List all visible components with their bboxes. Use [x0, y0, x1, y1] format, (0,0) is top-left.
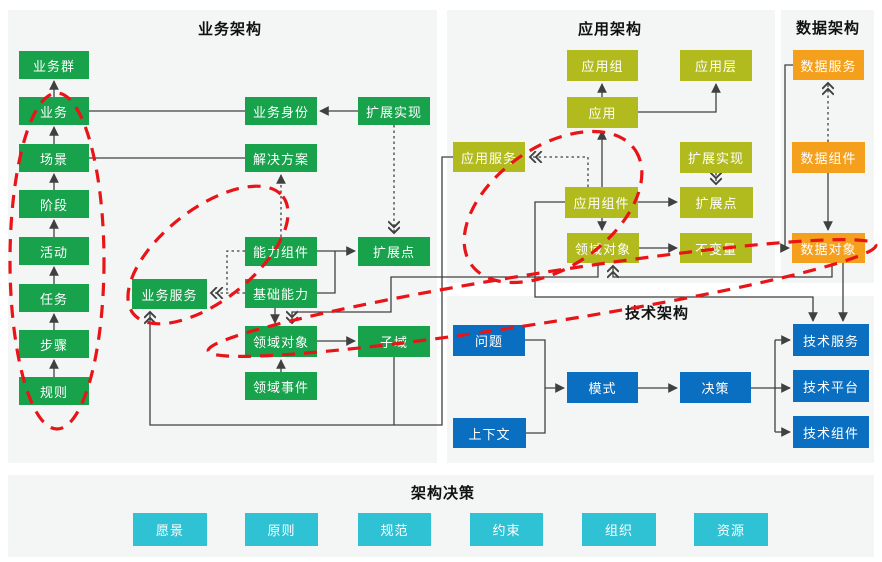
node-solution: 解决方案 [245, 144, 317, 172]
node-business-identity: 业务身份 [245, 97, 317, 125]
node-step: 步骤 [19, 330, 89, 358]
node-data-component: 数据组件 [792, 142, 865, 173]
node-specification: 规范 [358, 513, 431, 546]
node-scene: 场景 [19, 144, 89, 172]
node-extension-point-business: 扩展点 [358, 237, 430, 266]
node-subdomain: 子域 [358, 326, 430, 357]
node-business-group: 业务群 [19, 51, 89, 79]
node-extension-impl-business: 扩展实现 [358, 97, 430, 125]
data-architecture-title: 数据架构 [795, 19, 860, 37]
node-domain-object-app: 领域对象 [567, 233, 639, 263]
node-domain-event: 领域事件 [245, 372, 317, 400]
decision-title: 架构决策 [410, 484, 475, 502]
node-tech-service: 技术服务 [793, 324, 869, 356]
node-constraint: 约束 [470, 513, 543, 546]
node-invariant: 不变量 [680, 233, 752, 263]
application-architecture-title: 应用架构 [577, 20, 642, 38]
node-organization: 组织 [582, 513, 656, 546]
node-base-capability: 基础能力 [245, 279, 317, 308]
node-vision: 愿景 [133, 513, 207, 546]
node-problem: 问题 [453, 325, 525, 356]
node-app-layer: 应用层 [680, 50, 752, 81]
technology-architecture-title: 技术架构 [624, 304, 689, 322]
node-app-service: 应用服务 [453, 142, 525, 172]
node-activity: 活动 [19, 237, 89, 265]
node-pattern: 模式 [567, 372, 638, 403]
node-principle: 原则 [245, 513, 318, 546]
node-context: 上下文 [453, 418, 526, 448]
node-tech-component: 技术组件 [793, 416, 869, 448]
node-resource: 资源 [694, 513, 768, 546]
node-data-service: 数据服务 [793, 50, 864, 80]
node-extension-point-app: 扩展点 [680, 187, 753, 218]
node-business-service: 业务服务 [132, 279, 207, 309]
node-stage: 阶段 [19, 190, 89, 218]
node-domain-object-business: 领域对象 [245, 326, 317, 357]
node-business: 业务 [19, 97, 89, 125]
node-app-group: 应用组 [567, 50, 638, 81]
node-tech-platform: 技术平台 [793, 370, 869, 402]
node-data-object: 数据对象 [792, 233, 865, 263]
node-decision: 决策 [680, 372, 751, 403]
node-capability-component: 能力组件 [245, 237, 317, 266]
node-app: 应用 [567, 97, 638, 128]
node-extension-impl-app: 扩展实现 [680, 142, 752, 173]
node-rule: 规则 [19, 377, 89, 405]
node-app-component: 应用组件 [565, 187, 638, 218]
node-task: 任务 [19, 284, 89, 312]
business-architecture-title: 业务架构 [197, 20, 262, 38]
